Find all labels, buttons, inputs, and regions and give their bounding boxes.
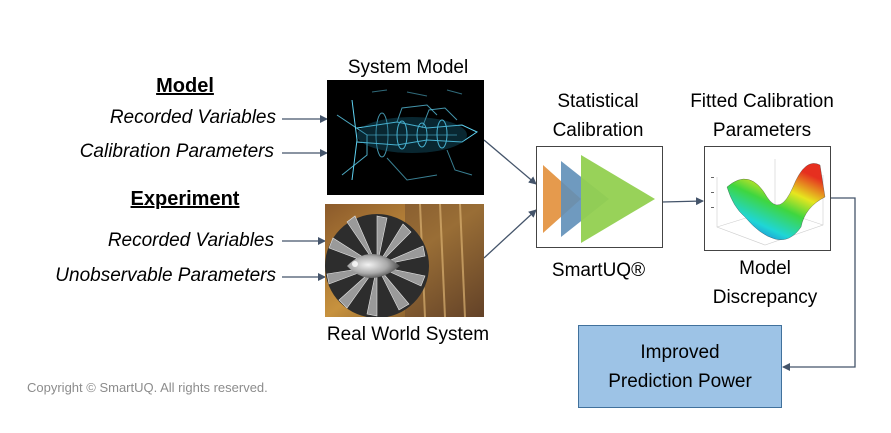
statistical-calibration-line1: Statistical — [557, 91, 639, 112]
model-discrepancy-label: Model Discrepancy — [690, 254, 840, 312]
improved-prediction-line1: Improved — [640, 341, 720, 363]
copyright-notice: Copyright © SmartUQ. All rights reserved… — [27, 380, 268, 395]
model-calibration-parameters-label: Calibration Parameters — [79, 141, 274, 162]
jet-engine-photo-icon — [325, 204, 484, 317]
improved-prediction-line2: Prediction Power — [608, 370, 752, 392]
fitted-calibration-line1: Fitted Calibration — [690, 91, 834, 112]
experiment-recorded-variables-label: Recorded Variables — [107, 230, 274, 251]
improved-prediction-box: Improved Prediction Power — [578, 325, 782, 408]
statistical-calibration-title: Statistical Calibration — [530, 87, 666, 145]
unobservable-parameters-label: Unobservable Parameters — [55, 265, 276, 286]
model-recorded-variables-label: Recorded Variables — [109, 107, 276, 128]
smartuq-brand-label: SmartUQ® — [551, 260, 646, 281]
real-world-system-image — [325, 204, 484, 317]
arrow-calibration-to-fitted — [661, 197, 704, 206]
system-model-label: System Model — [347, 57, 469, 78]
experiment-heading: Experiment — [130, 188, 240, 210]
model-heading: Model — [156, 75, 214, 97]
response-surface-plot-icon — [711, 159, 826, 246]
statistical-calibration-box — [536, 146, 663, 248]
arrow-fitted-to-prediction — [782, 197, 856, 371]
model-discrepancy-line1: Model — [739, 258, 791, 279]
engine-wireframe-icon — [336, 89, 479, 181]
fitted-calibration-title: Fitted Calibration Parameters — [672, 87, 852, 145]
statistical-calibration-line2: Calibration — [552, 120, 644, 141]
arrow-real-to-calibration — [483, 209, 537, 259]
system-model-image — [327, 80, 484, 195]
fitted-calibration-line2: Parameters — [712, 120, 812, 141]
smartuq-triangles-icon — [543, 155, 655, 243]
model-discrepancy-line2: Discrepancy — [712, 287, 818, 308]
real-world-system-label: Real World System — [326, 324, 490, 345]
arrow-model-to-calibration — [483, 139, 537, 185]
fitted-parameters-box — [704, 146, 831, 251]
